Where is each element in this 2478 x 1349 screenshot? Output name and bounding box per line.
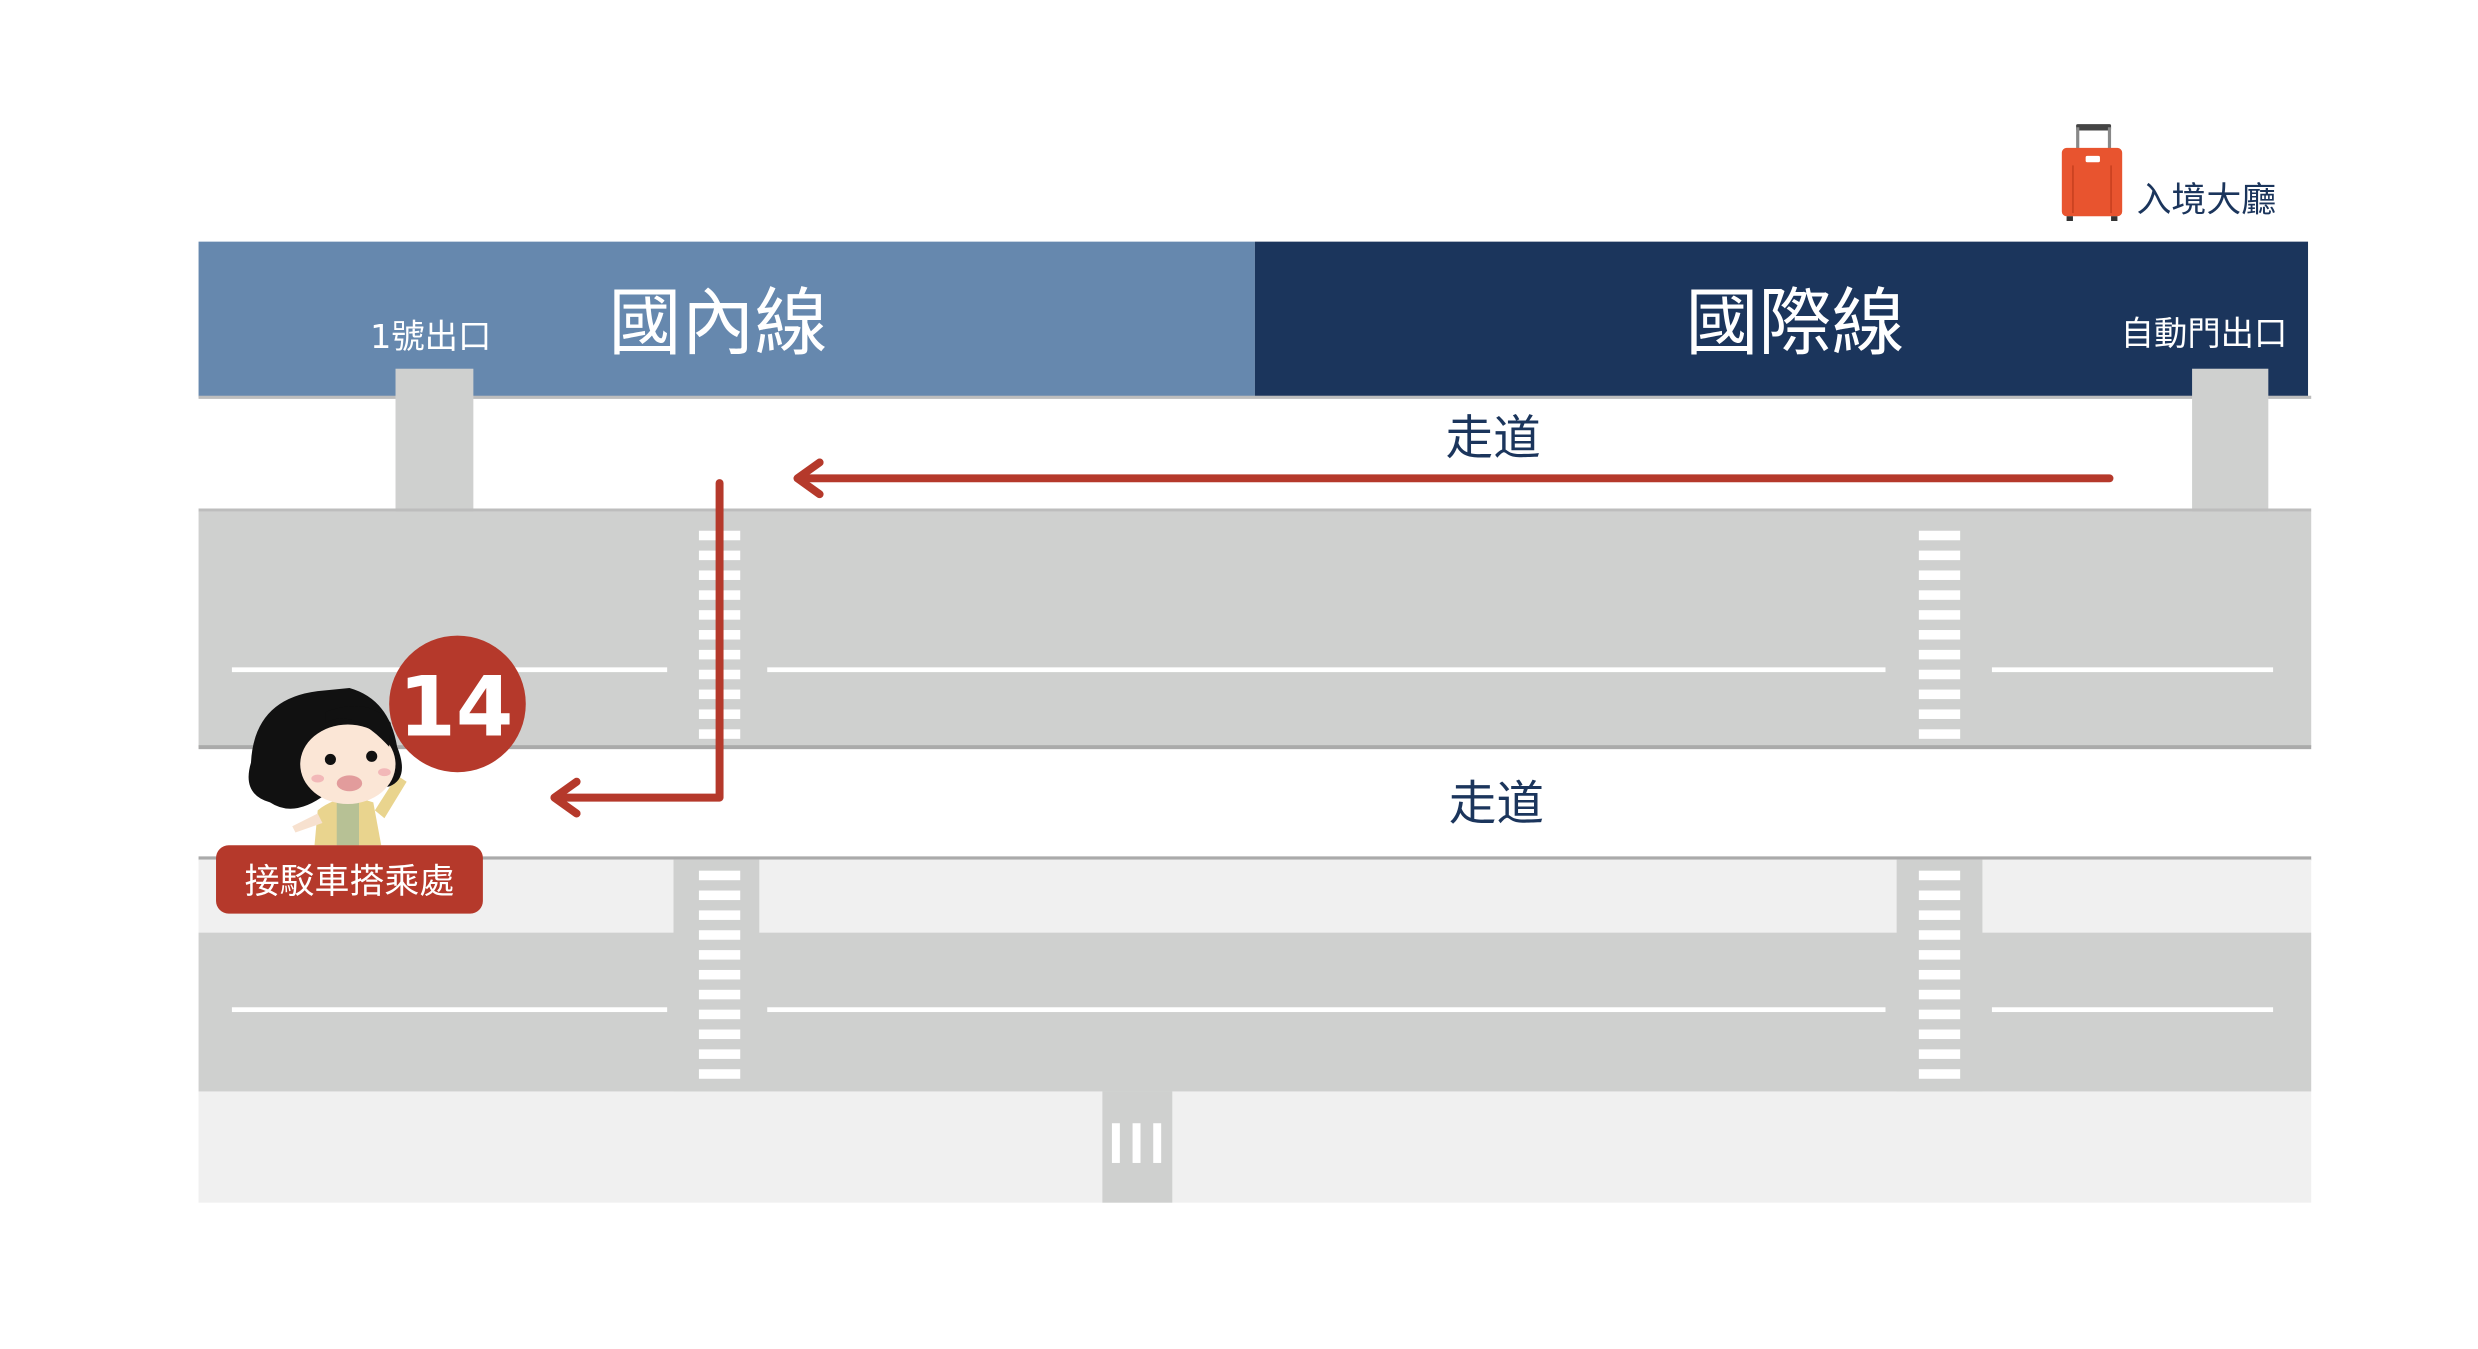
crosswalk: [1918, 530, 1961, 739]
pickup-label-box: [216, 845, 483, 914]
crosswalk-stripe: [1918, 630, 1961, 640]
auto-door-exit-label: 自動門出口: [2121, 314, 2288, 353]
crosswalk-stripe: [1918, 689, 1961, 700]
crosswalk: [1918, 870, 1961, 1079]
divider: [198, 395, 2312, 399]
route-arrow: [550, 458, 2114, 818]
bottom-sidewalk: [198, 1091, 2312, 1203]
crosswalk-stripe: [1918, 729, 1961, 739]
pickup-label: 接駁車搭乘處: [245, 862, 455, 902]
domestic-title: 國內線: [608, 281, 827, 366]
girl-pointing-icon: [248, 688, 407, 846]
crosswalk-stripe: [1918, 950, 1961, 960]
crosswalk-stripe: [1918, 669, 1961, 680]
international-title: 國際線: [1685, 281, 1904, 366]
crosswalk-stripe: [698, 1069, 741, 1079]
pickup-number-badge: [389, 635, 526, 773]
crosswalk-stripe: [698, 1049, 741, 1059]
divider: [198, 856, 2312, 861]
crosswalk-stripe: [698, 1029, 741, 1040]
divider: [198, 508, 2312, 512]
crosswalk-stripe: [1918, 930, 1961, 940]
crosswalk-stripe: [1918, 1029, 1961, 1040]
crosswalk-stripe: [1918, 570, 1961, 580]
crosswalk-stripe: [1918, 550, 1961, 561]
crosswalk-stripe: [698, 1009, 741, 1020]
crosswalk-stripe: [1918, 1049, 1961, 1059]
crosswalk-stripe: [1918, 530, 1961, 541]
luggage-icon: [2061, 124, 2123, 221]
crosswalk-stripe: [1918, 1009, 1961, 1020]
sidewalk: [198, 859, 2312, 933]
pickup-number: 14: [398, 660, 513, 756]
crosswalk-stripe: [1918, 989, 1961, 1000]
crosswalk-stripe: [698, 989, 741, 1000]
walkway-middle-label: 走道: [1449, 777, 1544, 832]
walkway-top-label: 走道: [1446, 411, 1541, 466]
auto-door-exit-corridor: [2192, 368, 2269, 512]
crosswalk-stripe: [1918, 870, 1961, 881]
crosswalk-stripe: [1918, 969, 1961, 980]
crosswalk-stripe: [698, 950, 741, 960]
domestic-band: [198, 241, 1255, 398]
crosswalk-stripe: [698, 969, 741, 980]
crosswalk-stripe: [1918, 649, 1961, 660]
lane-line-lower: [231, 1007, 2274, 1013]
crosswalk-stripe: [698, 910, 741, 920]
exit-1-corridor: [395, 368, 474, 512]
divider: [198, 745, 2312, 750]
crosswalk-stripe: [1918, 709, 1961, 719]
crosswalk-stripe: [1918, 910, 1961, 920]
crosswalk-stripe: [1918, 1069, 1961, 1079]
arrival-hall-label: 入境大廳: [2136, 180, 2276, 220]
exit-1-label: 1號出口: [370, 317, 491, 356]
crosswalk-stripe: [698, 890, 741, 901]
international-band: [1254, 241, 2309, 398]
crosswalk-stripe: [698, 930, 741, 940]
crosswalk-stripe: [698, 870, 741, 881]
crosswalk: [698, 870, 741, 1079]
crosswalk-stripe: [1918, 890, 1961, 901]
crosswalk-stripes: [1111, 1123, 1162, 1163]
crosswalk-stripe: [1918, 610, 1961, 620]
crosswalk-stripe: [1918, 590, 1961, 600]
